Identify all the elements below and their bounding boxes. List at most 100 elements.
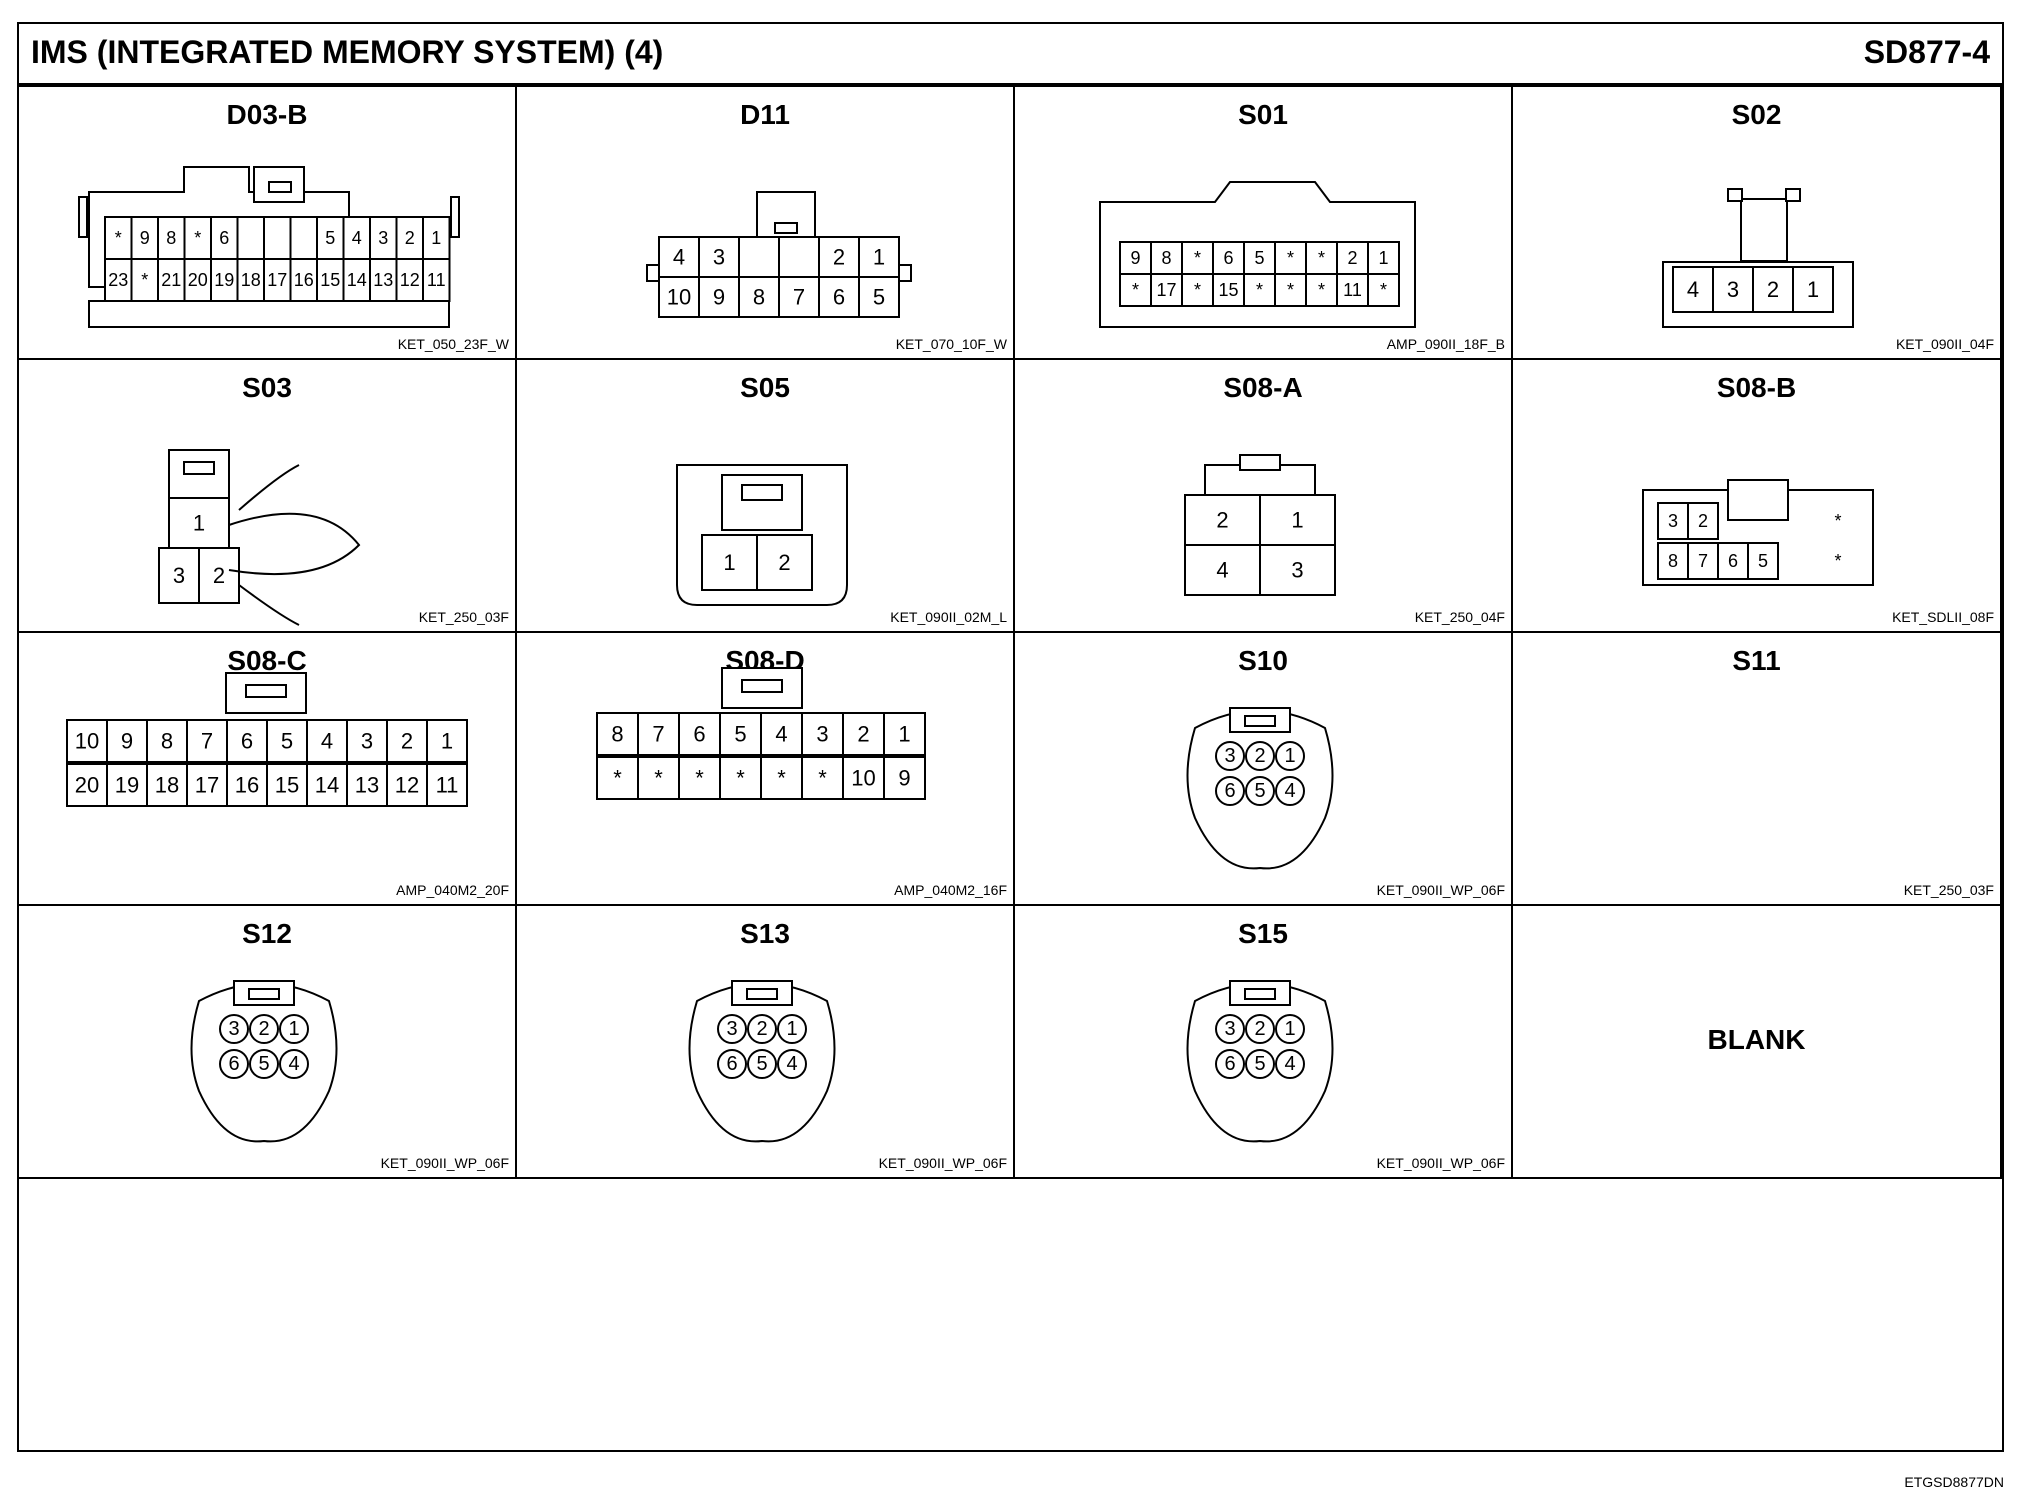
pin-cavity [1181, 241, 1214, 275]
pin-label: 4 [1216, 558, 1228, 583]
pin-label: 8 [1668, 551, 1678, 571]
blocked-pin-mark: * [1194, 280, 1201, 300]
pin-cavity [66, 763, 108, 807]
pin-label: 10 [75, 729, 99, 754]
pin-label: 10 [667, 285, 691, 310]
sheet-title: IMS (INTEGRATED MEMORY SYSTEM) (4) [31, 34, 664, 70]
pin-cavity [219, 1049, 249, 1079]
connector-name: S05 [740, 372, 790, 403]
pin-cavity [249, 1014, 279, 1044]
pin-cavity [236, 216, 265, 260]
pin-cavity [266, 719, 308, 763]
pin-label: 2 [1254, 1018, 1265, 1040]
pin-cavity [596, 712, 639, 756]
pin-label: 1 [1291, 508, 1303, 533]
pin-cavity [1245, 776, 1275, 806]
pin-cavity [395, 216, 424, 260]
connector-code: KET_090II_04F [1895, 336, 1994, 352]
blocked-pin-mark: * [1318, 280, 1325, 300]
connector-code: KET_250_03F [1903, 882, 1994, 898]
pin-label: 5 [1758, 551, 1768, 571]
pin-label: 4 [775, 722, 787, 747]
pin-cavity [289, 258, 318, 302]
pin-label: 4 [352, 228, 362, 248]
pin-cavity [801, 712, 844, 756]
pin-cavity [369, 258, 398, 302]
pin-label: 17 [267, 270, 287, 290]
pin-cavity [858, 276, 900, 318]
pin-label: 3 [1224, 745, 1235, 767]
pin-label: 5 [1254, 1053, 1265, 1075]
pin-label: 5 [734, 722, 746, 747]
pin-cavity [157, 258, 186, 302]
pin-label: 9 [1130, 248, 1140, 268]
pin-label: 16 [294, 270, 314, 290]
pin-cavity [346, 763, 388, 807]
pin-cavity [306, 719, 348, 763]
pin-cavity [698, 276, 740, 318]
pin-cavity [279, 1014, 309, 1044]
blocked-pin-mark: * [736, 766, 745, 791]
pin-cavity [386, 719, 428, 763]
pin-label: 20 [75, 773, 99, 798]
pin-cavity [1212, 273, 1245, 307]
pin-cavity [1687, 542, 1719, 580]
pin-label: 18 [241, 270, 261, 290]
pin-cavity [1747, 542, 1779, 580]
pin-cavity [1367, 273, 1400, 307]
pin-cavity [1274, 273, 1307, 307]
connector-name: S13 [740, 918, 790, 949]
pin-label: 2 [857, 722, 869, 747]
pin-label: 4 [1284, 1053, 1295, 1075]
pin-cavity [1215, 1014, 1245, 1044]
connector-code: KET_250_04F [1414, 609, 1505, 625]
pin-cavity [106, 763, 148, 807]
pin-label: 3 [378, 228, 388, 248]
pin-label: 4 [1687, 277, 1699, 302]
pin-label: 2 [833, 245, 845, 270]
pin-label: 1 [1378, 248, 1388, 268]
pin-label: 1 [193, 511, 205, 536]
pin-cavity [717, 1049, 747, 1079]
pin-label: 5 [281, 729, 293, 754]
pin-label: 18 [155, 773, 179, 798]
blocked-pin-mark: * [818, 766, 827, 791]
pin-cavity [1215, 776, 1245, 806]
pin-cavity [777, 1014, 807, 1044]
pin-label: 6 [833, 285, 845, 310]
pin-label: 1 [1284, 1018, 1295, 1040]
pin-cavity [1245, 741, 1275, 771]
pin-label: 2 [258, 1018, 269, 1040]
pin-label: 1 [786, 1018, 797, 1040]
pin-label: 6 [219, 228, 229, 248]
pin-label: 11 [436, 773, 459, 798]
pin-cavity [1215, 741, 1245, 771]
pin-cavity [1119, 241, 1152, 275]
connector-name: S11 [1732, 645, 1781, 676]
connector-code: KET_090II_WP_06F [878, 1155, 1007, 1171]
connector-name: S02 [1731, 99, 1782, 130]
pin-label: 6 [1224, 1053, 1235, 1075]
connector-code: KET_090II_WP_06F [380, 1155, 509, 1171]
pin-cavity [386, 763, 428, 807]
pin-cavity [717, 1014, 747, 1044]
pin-cavity [1184, 544, 1261, 596]
sheet-header: IMS (INTEGRATED MEMORY SYSTEM) (4) SD877… [19, 24, 2002, 87]
pin-cavity [422, 258, 451, 302]
pin-label: 13 [373, 270, 393, 290]
pin-cavity [130, 258, 159, 302]
pin-cavity [198, 547, 240, 604]
blocked-pin-mark: * [654, 766, 663, 791]
pin-label: 7 [652, 722, 664, 747]
pin-cavity [1184, 494, 1261, 546]
pin-label: 3 [361, 729, 373, 754]
